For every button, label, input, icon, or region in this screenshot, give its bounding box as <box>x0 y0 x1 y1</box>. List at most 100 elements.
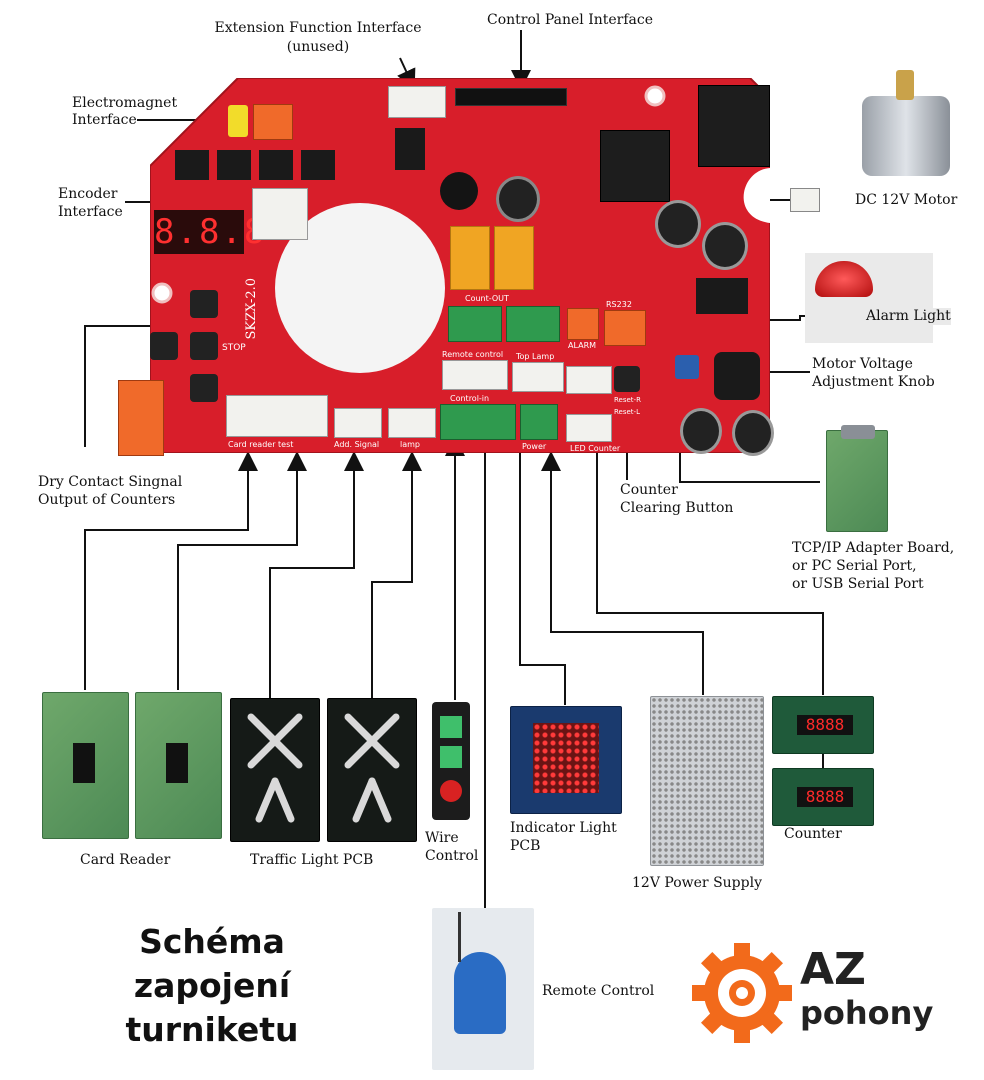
rs232-connector <box>604 310 646 346</box>
lamp-label: lamp <box>400 440 420 449</box>
relay-black-2 <box>600 130 670 202</box>
tcpip-adapter-photo <box>826 425 888 532</box>
count-out-terminal-1 <box>448 306 502 342</box>
counter-photo-2: 8888 <box>772 768 874 826</box>
tcpip-label-1: TCP/IP Adapter Board, <box>792 540 955 556</box>
control-panel-header <box>455 88 567 106</box>
counter-clearing-label-2: Clearing Button <box>620 500 734 516</box>
reset-button <box>614 366 640 392</box>
counter-photo-1: 8888 <box>772 696 874 754</box>
dc-motor-label: DC 12V Motor <box>855 192 958 208</box>
mcu-chip <box>395 128 425 170</box>
motor-plug <box>790 188 820 212</box>
indicator-light-label-2: PCB <box>510 838 541 854</box>
dry-contact-label: Dry Contact Singnal <box>38 474 183 490</box>
board-model: SKZX-2.0 <box>244 278 259 340</box>
dry-contact-label-2: Output of Counters <box>38 492 176 508</box>
encoder-connector <box>252 188 308 240</box>
alarm-connector-label: ALARM <box>568 341 597 350</box>
dry-contact-terminal <box>118 380 164 456</box>
electromagnet-connector <box>253 104 293 140</box>
power-supply-label: 12V Power Supply <box>632 875 762 891</box>
stop-button <box>190 332 218 360</box>
title-line-1: Schéma <box>139 922 285 961</box>
button-2 <box>150 332 178 360</box>
mosfet <box>696 278 748 314</box>
led-counter-connector-2 <box>566 414 612 442</box>
extension-connector <box>388 86 446 118</box>
remote-control-connector <box>442 360 508 390</box>
top-lamp-connector <box>512 362 564 392</box>
traffic-light-photo-1 <box>230 698 320 842</box>
remote-control-label: Remote Control <box>542 983 655 999</box>
indicator-light-photo <box>510 706 622 814</box>
remote-control-connector-label: Remote control <box>442 350 504 359</box>
reset-r-label: Reset-R <box>614 396 641 404</box>
logo-text-az: AZ <box>800 944 866 995</box>
count-out-label: Count-OUT <box>465 294 509 303</box>
button-3 <box>190 374 218 402</box>
electromagnet-label-2: Interface <box>72 112 137 128</box>
tcpip-label-2: or PC Serial Port, <box>792 558 917 574</box>
counter-display-2: 8888 <box>797 787 853 807</box>
power-label: Power <box>522 442 547 451</box>
motor-voltage-label-2: Adjustment Knob <box>812 374 935 390</box>
buzzer <box>440 172 478 210</box>
motor-shaft <box>896 70 914 100</box>
lamp-connector <box>388 408 436 438</box>
add-signal-label: Add. Signal <box>334 440 380 449</box>
motor-voltage-label: Motor Voltage <box>812 356 913 372</box>
wire-control-label: Wire <box>425 830 459 846</box>
em-indicator <box>228 105 248 137</box>
control-in-label: Control-in <box>450 394 490 403</box>
capacitor-3 <box>702 222 748 270</box>
count-out-terminal-2 <box>506 306 560 342</box>
traffic-light-photo-2 <box>327 698 417 842</box>
control-panel-label: Control Panel Interface <box>487 12 654 28</box>
wire-control-photo <box>432 702 470 820</box>
stop-label: STOP <box>222 343 246 353</box>
extension-interface-unused-label: (unused) <box>286 39 350 55</box>
button-1 <box>190 290 218 318</box>
reset-l-label: Reset-L <box>614 408 640 416</box>
inductor <box>714 352 760 400</box>
indicator-light-label: Indicator Light <box>510 820 617 836</box>
relay-black <box>698 85 770 167</box>
diagram-title: Schéma zapojení turniketu <box>92 920 332 1052</box>
capacitor <box>496 176 540 222</box>
power-supply-photo <box>650 696 764 866</box>
ic-row <box>175 150 335 180</box>
encoder-label: Encoder <box>58 186 118 202</box>
az-pohony-gear-logo <box>692 943 792 1043</box>
extension-interface-label: Extension Function Interface <box>214 20 422 36</box>
card-reader-connector <box>226 395 328 437</box>
card-reader-photo-1 <box>42 692 129 839</box>
power-terminal <box>520 404 558 440</box>
card-reader-label: Card Reader <box>80 852 171 868</box>
logo-text-pohony: pohony <box>800 994 934 1032</box>
counter-clearing-label: Counter <box>620 482 678 498</box>
alarm-light-photo <box>805 253 933 343</box>
remote-control-photo <box>432 908 534 1070</box>
capacitor-5 <box>732 410 774 456</box>
capacitor-2 <box>655 200 701 248</box>
card-reader-photo-2 <box>135 692 222 839</box>
led-counter-label: LED Counter <box>570 444 621 453</box>
capacitor-4 <box>680 408 722 454</box>
relay-yellow-2 <box>494 226 534 290</box>
electromagnet-label: Electromagnet <box>72 95 178 111</box>
title-line-3: turniketu <box>125 1010 299 1049</box>
relay-yellow-1 <box>450 226 490 290</box>
wire-control-label-2: Control <box>425 848 479 864</box>
seven-segment-display: 8.8.8 <box>154 210 267 254</box>
led-counter-connector-1 <box>566 366 612 394</box>
dc-motor-photo <box>862 96 950 176</box>
counter-display-1: 8888 <box>797 715 853 735</box>
add-signal-connector <box>334 408 382 438</box>
title-line-2: zapojení <box>133 966 291 1005</box>
voltage-knob <box>675 355 699 379</box>
tcpip-label-3: or USB Serial Port <box>792 576 924 592</box>
alarm-light-label: Alarm Light <box>866 308 951 325</box>
encoder-label-2: Interface <box>58 204 123 220</box>
alarm-connector <box>567 308 599 340</box>
